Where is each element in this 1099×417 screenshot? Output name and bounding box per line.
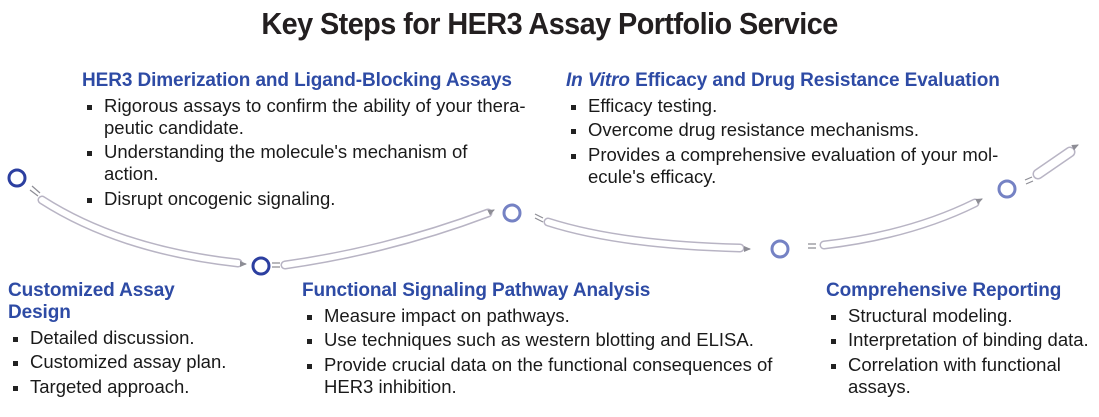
bullet-text: assays. — [848, 375, 911, 397]
bullet-text: Measure impact on pathways. — [324, 304, 570, 326]
bullet-item: Use techniques such as western blotting … — [302, 329, 822, 351]
bullet-text: Disrupt oncogenic signaling. — [104, 187, 336, 209]
connector-tube-2 — [272, 208, 495, 270]
bullet-item: Structural modeling. — [826, 305, 1099, 327]
bullet-text: Interpretation of binding data. — [848, 329, 1089, 350]
bullet-item: Rigorous assays to confirm the ability o… — [82, 95, 552, 139]
bullet-text: action. — [104, 163, 159, 184]
bullet-item: Detailed discussion. — [8, 327, 258, 349]
bullet-item: Disrupt oncogenic signaling. — [82, 188, 552, 210]
bullet-text: Provide crucial data on the functional c… — [324, 353, 773, 375]
bullet-item: Customized assay plan. — [8, 351, 258, 373]
step-functional-signaling: Functional Signaling Pathway Analysis Me… — [302, 280, 822, 398]
bullet-item: Overcome drug resistance mechanisms. — [566, 119, 1036, 141]
bullet-item: Interpretation of binding data. — [826, 329, 1099, 351]
step-node-4 — [770, 239, 790, 259]
connector-tube-4 — [808, 198, 983, 250]
bullet-text: Efficacy testing. — [588, 94, 718, 116]
heading-line: Design — [8, 302, 71, 323]
step-dimerization-ligand-blocking: HER3 Dimerization and Ligand-Blocking As… — [82, 70, 552, 210]
step-bullets: Detailed discussion. Customized assay pl… — [8, 327, 258, 398]
bullet-text: peutic candidate. — [104, 116, 244, 138]
step-bullets: Efficacy testing. Overcome drug resistan… — [566, 95, 1036, 188]
step-node-5 — [997, 179, 1017, 199]
bullet-text: Use techniques such as western blotting … — [324, 329, 754, 350]
bullet-item: Provide crucial data on the functional c… — [302, 354, 822, 398]
page-title: Key Steps for HER3 Assay Portfolio Servi… — [261, 6, 838, 41]
bullet-text: Overcome drug resistance mechanisms. — [588, 119, 920, 140]
bullet-text: Rigorous assays to confirm the ability o… — [104, 94, 526, 116]
step-heading: Functional Signaling Pathway Analysis — [302, 280, 651, 301]
bullet-item: Targeted approach. — [8, 376, 258, 398]
step-bullets: Structural modeling. Interpretation of b… — [826, 305, 1099, 398]
step-bullets: Measure impact on pathways. Use techniqu… — [302, 305, 822, 398]
bullet-text: Understanding the molecule's mechanism o… — [104, 141, 468, 162]
step-node-1 — [7, 168, 27, 188]
bullet-text: ecule's efficacy. — [588, 165, 717, 187]
heading-rest: Efficacy and Drug Resistance Evaluation — [629, 70, 1000, 91]
step-bullets: Rigorous assays to confirm the ability o… — [82, 95, 552, 210]
heading-italic: In Vitro — [566, 70, 630, 91]
step-heading: HER3 Dimerization and Ligand-Blocking As… — [82, 70, 512, 91]
bullet-item: Understanding the molecule's mechanism o… — [82, 141, 552, 185]
bullet-text: Correlation with functional — [848, 353, 1061, 375]
bullet-text: Provides a comprehensive evaluation of y… — [588, 143, 999, 165]
bullet-item: Efficacy testing. — [566, 95, 1036, 117]
step-in-vitro-efficacy: In Vitro Efficacy and Drug Resistance Ev… — [566, 70, 1036, 188]
connector-tube-5 — [1024, 144, 1079, 185]
connector-tube-1 — [29, 185, 247, 268]
step-node-3 — [502, 203, 522, 223]
heading-line: Customized Assay — [8, 280, 175, 301]
step-heading: Comprehensive Reporting — [826, 280, 1062, 301]
bullet-item: Measure impact on pathways. — [302, 305, 822, 327]
bullet-text: Structural modeling. — [848, 304, 1013, 326]
bullet-text: HER3 inhibition. — [324, 375, 457, 397]
step-node-2 — [251, 256, 271, 276]
bullet-item: Provides a comprehensive evaluation of y… — [566, 144, 1036, 188]
step-comprehensive-reporting: Comprehensive Reporting Structural model… — [826, 280, 1099, 398]
connector-tube-3 — [534, 213, 751, 253]
step-heading: In Vitro Efficacy and Drug Resistance Ev… — [566, 70, 1036, 92]
